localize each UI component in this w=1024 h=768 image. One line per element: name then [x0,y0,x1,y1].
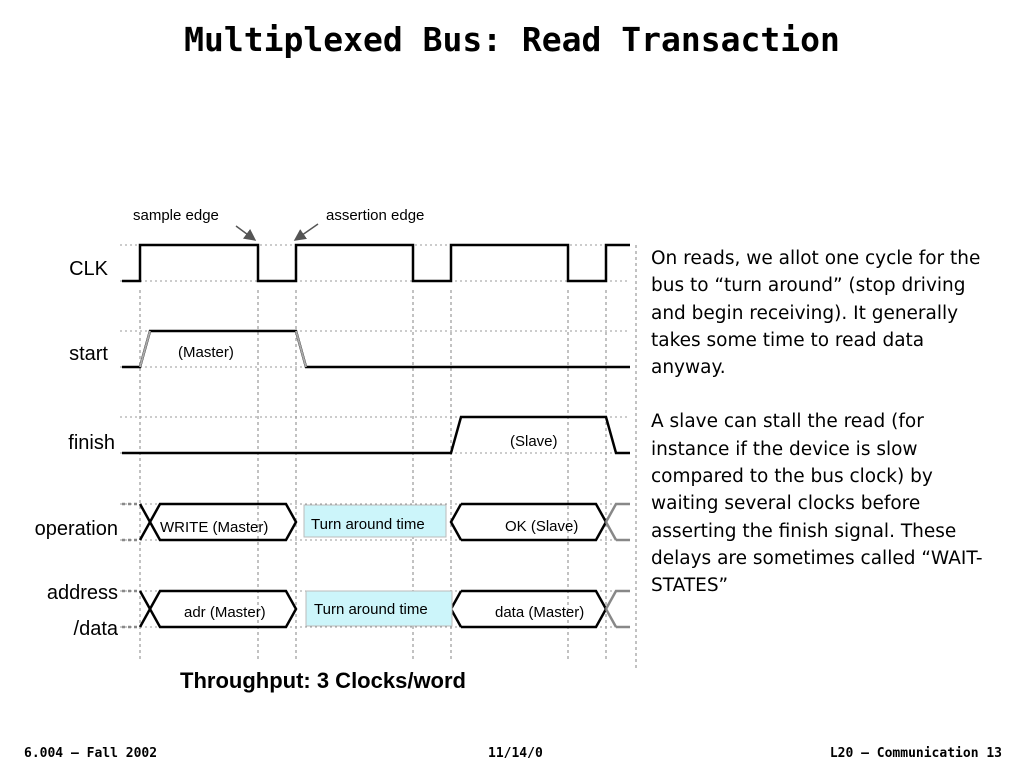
assertion-edge-annotation: assertion edge [326,207,424,224]
finish-slave-label: (Slave) [510,433,558,450]
slide-title: Multiplexed Bus: Read Transaction [184,20,840,59]
operation-label: operation [35,518,118,540]
op-ok-label: OK (Slave) [505,518,578,535]
throughput-caption: Throughput: 3 Clocks/word [180,668,466,693]
address-turnaround-box [305,590,453,627]
addr-turnaround-label: Turn around time [314,601,428,618]
sample-edge-arrow [235,225,257,241]
notes-paragraph-1: On reads, we allot one cycle for the bus… [651,248,981,379]
footer-date: 11/14/0 [488,746,543,761]
footer-course: 6.004 – Fall 2002 [24,746,158,761]
start-master-label: (Master) [178,344,234,361]
assertion-edge-arrow [293,223,319,241]
clk-label: CLK [69,258,109,280]
clk-waveform [122,243,630,283]
finish-label: finish [68,432,115,454]
operation-turnaround-box [303,504,447,538]
finish-waveform [122,415,630,455]
start-waveform-shadow [139,330,307,368]
notes-paragraph-2: A slave can stall the read (for instance… [651,411,983,597]
op-write-label: WRITE (Master) [160,519,268,536]
footer-lecture: L20 – Communication 13 [829,746,1002,761]
explanation-notes: On reads, we allot one cycle for the bus… [651,245,1003,627]
start-label: start [69,343,108,365]
start-waveform [122,329,630,369]
sample-edge-annotation: sample edge [133,207,219,224]
op-turnaround-label: Turn around time [311,516,425,533]
data-label: /data [74,618,119,640]
addr-adr-label: adr (Master) [184,604,266,621]
address-label: address [47,582,118,604]
operation-bus [122,502,630,542]
addr-data-label: data (Master) [495,604,584,621]
